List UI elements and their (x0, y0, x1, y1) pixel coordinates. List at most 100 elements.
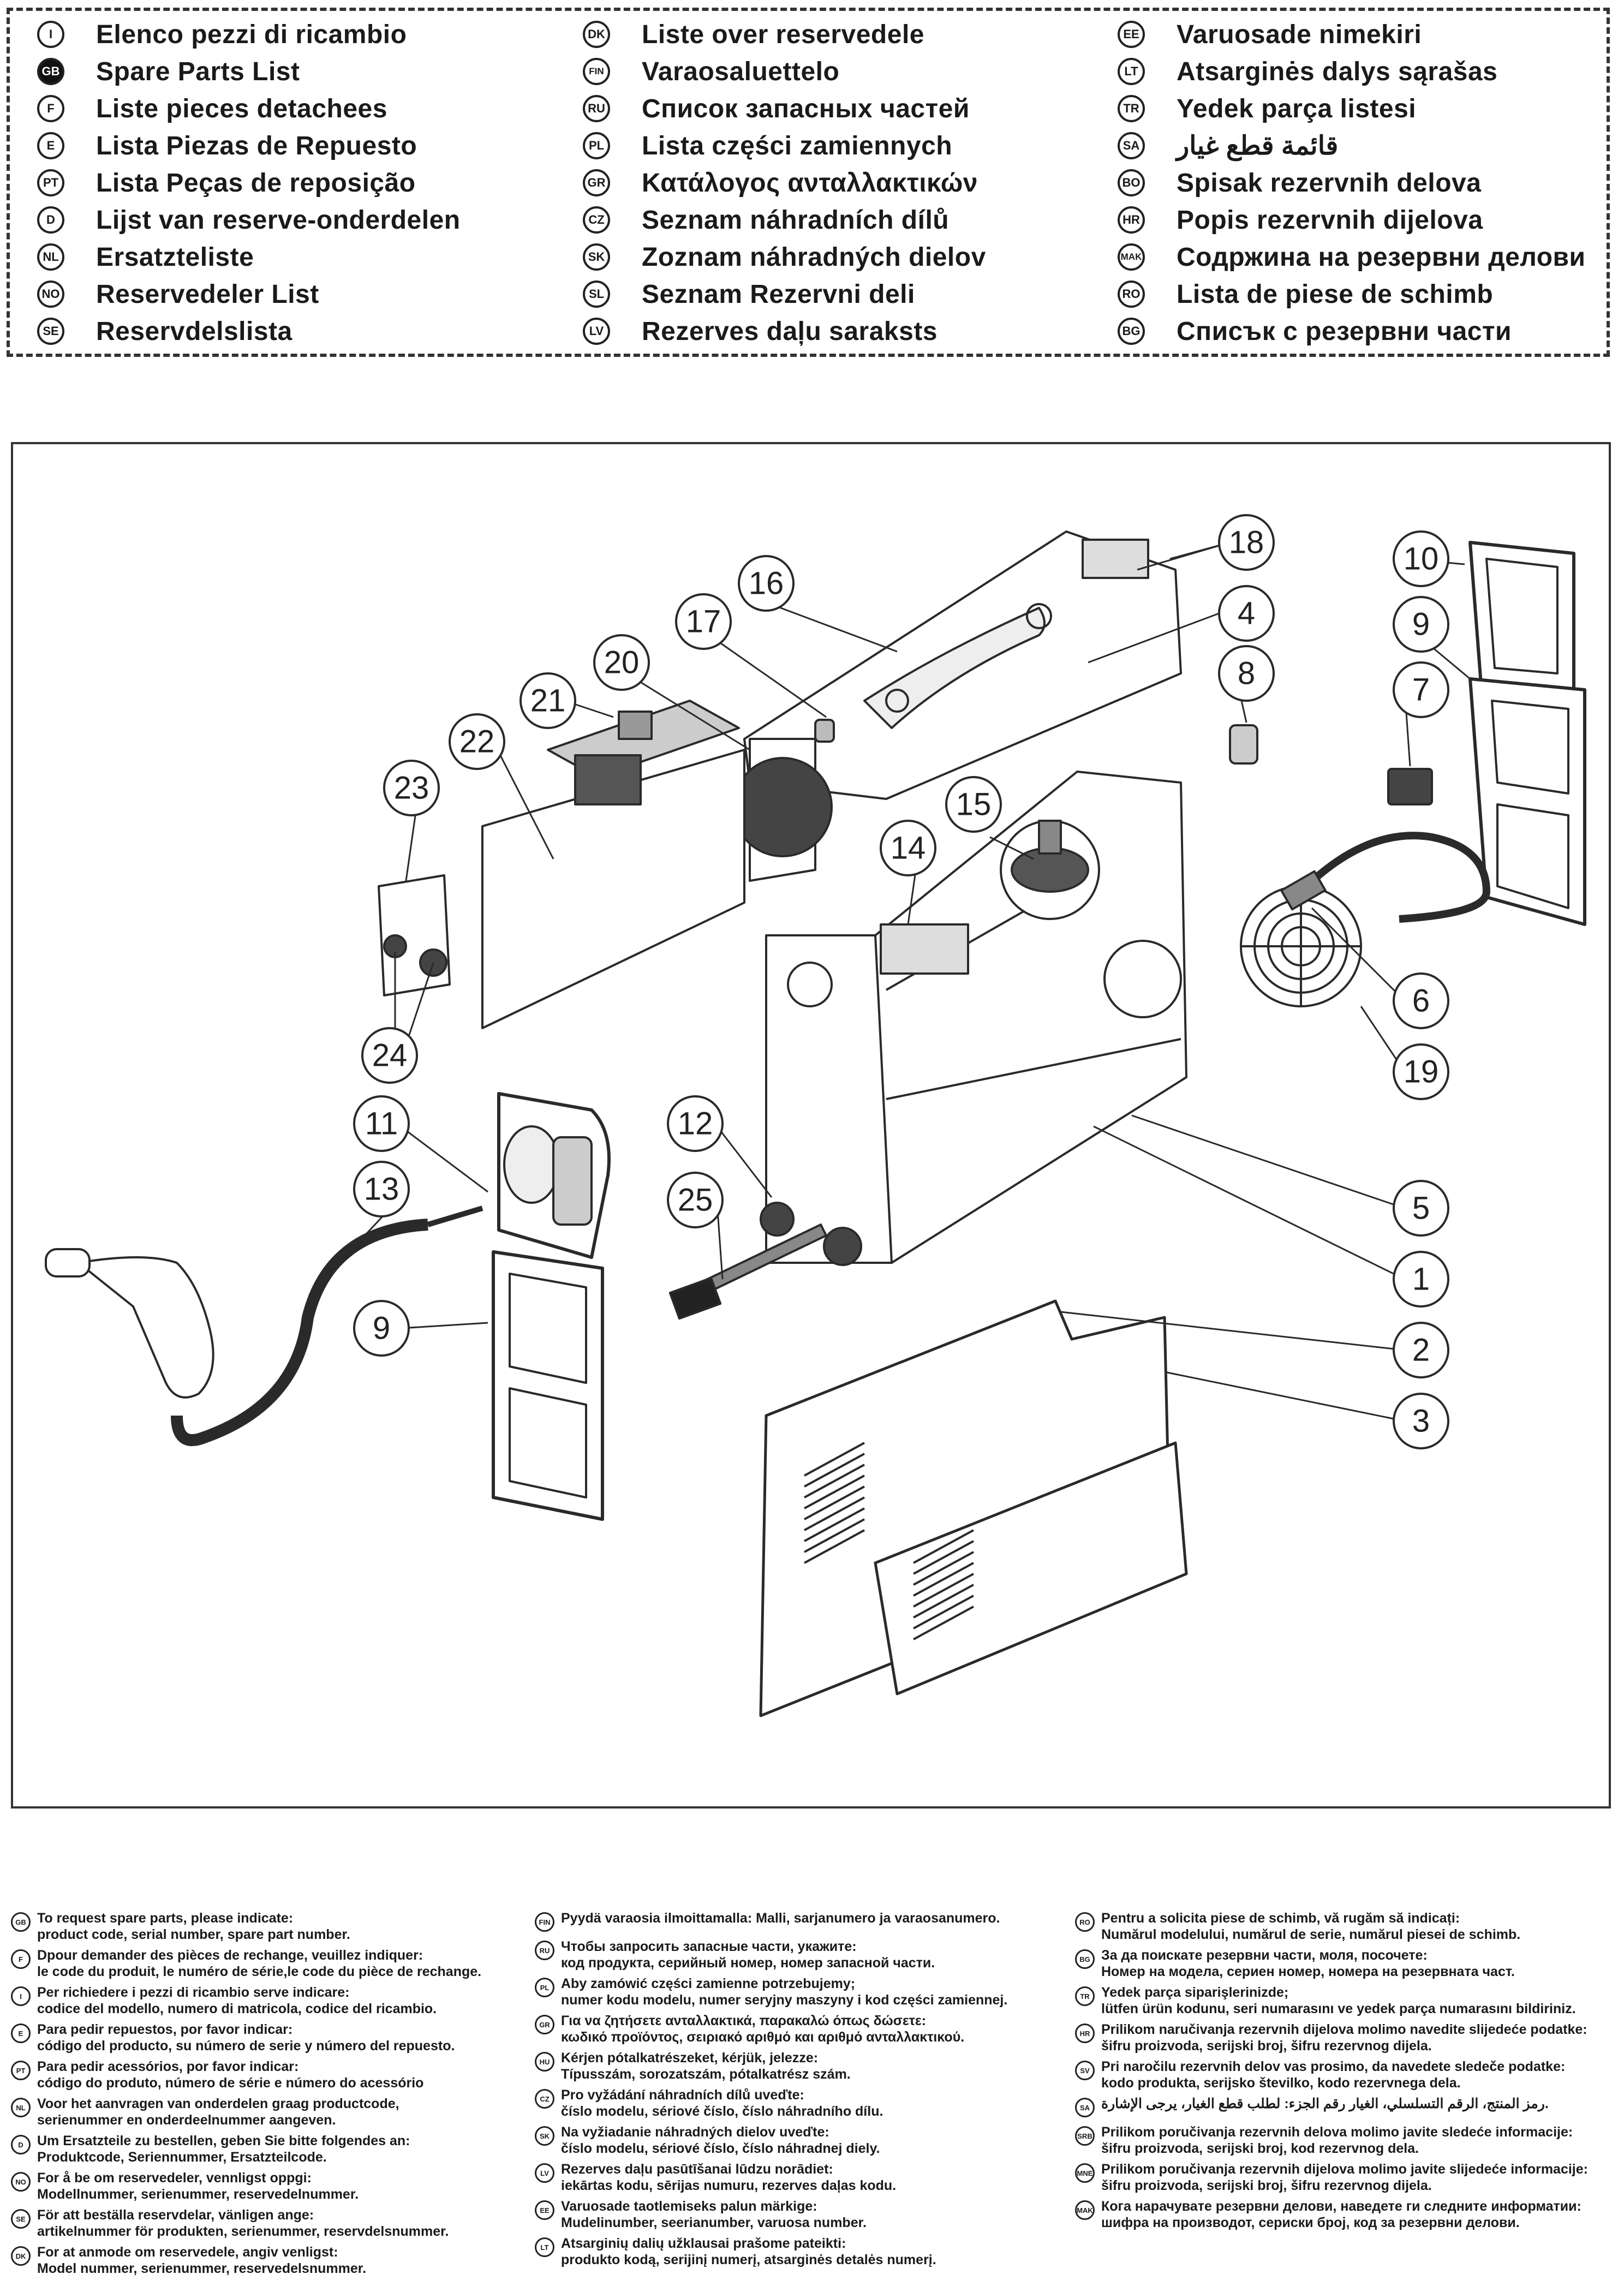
language-badge: MNE (1075, 2163, 1095, 2183)
language-badge: F (11, 1949, 31, 1969)
language-badge: SK (535, 2126, 554, 2146)
pcb-bracket-drawing (481, 700, 745, 1029)
part-number-12: 12 (678, 1106, 713, 1142)
language-badge: RU (583, 95, 610, 122)
language-badge: RU (535, 1941, 554, 1960)
language-badge: F (37, 95, 64, 122)
instruction-text: Pri naročilu rezervnih delov vas prosimo… (1101, 2059, 1566, 2091)
language-badge: BG (1075, 1949, 1095, 1969)
language-badge: E (11, 2024, 31, 2043)
language-badge: PT (11, 2061, 31, 2080)
language-badge: FIN (535, 1912, 554, 1932)
language-badge: FIN (583, 58, 610, 85)
title-label: Atsarginės dalys sąrašas (1177, 57, 1498, 86)
title-label: Списък с резервни части (1177, 317, 1512, 346)
language-badge: GR (535, 2015, 554, 2034)
callout-circle-23 (383, 760, 440, 816)
instruction-item: LT Atsarginių dalių užklausai prašome pat… (535, 2235, 936, 2268)
language-badge: GR (583, 169, 610, 196)
language-badge: TR (1075, 1986, 1095, 2006)
title-label: قائمة قطع غيار (1177, 132, 1339, 160)
language-badge: LT (535, 2237, 554, 2257)
language-badge: NL (37, 243, 64, 271)
instruction-text: To request spare parts, please indicate:… (37, 1911, 350, 1942)
instruction-text: Atsarginių dalių užklausai prašome patei… (561, 2236, 936, 2267)
language-badge: HR (1075, 2024, 1095, 2043)
callout-circle-12 (667, 1095, 724, 1152)
callout-circle-19 (1393, 1043, 1449, 1100)
title-label: Varuosade nimekiri (1177, 20, 1422, 49)
part-number-6: 6 (1412, 983, 1430, 1019)
language-badge: D (11, 2135, 31, 2154)
language-badge: LV (583, 318, 610, 345)
fan-grille-drawing (1240, 885, 1362, 1007)
language-badge: PT (37, 169, 64, 196)
instruction-text: Για να ζητήσετε ανταλλακτικά, παρακαλώ ό… (561, 2013, 965, 2045)
language-badge: LV (535, 2163, 554, 2183)
instruction-text: Pro vyžádání náhradních dílů uveďte: čís… (561, 2087, 883, 2119)
language-badge: SE (11, 2209, 31, 2229)
title-label: Zoznam náhradných dielov (642, 242, 986, 272)
title-label: Popis rezervnih dijelova (1177, 205, 1483, 235)
title-item: PT Lista Peças de reposição (37, 165, 416, 201)
language-badge: RO (1118, 280, 1145, 308)
callout-circle-6 (1393, 972, 1449, 1029)
instruction-text: Varuosade taotlemiseks palun märkige: Mu… (561, 2199, 867, 2230)
callout-circle-25 (667, 1172, 724, 1228)
callout-circle-21 (520, 672, 576, 729)
title-label: Liste over reservedele (642, 20, 924, 49)
language-badge: SA (1075, 2098, 1095, 2117)
title-label: Lista Peças de reposição (96, 168, 416, 198)
title-item: BG Списък с резервни части (1118, 313, 1512, 349)
rear-panel-drawing (1468, 541, 1586, 926)
part-number-24: 24 (372, 1038, 408, 1073)
title-label: Spisak rezervnih delova (1177, 168, 1482, 198)
instruction-text: Dpour demander des pièces de rechange, v… (37, 1948, 482, 1979)
language-badge: EE (535, 2200, 554, 2220)
part-number-1: 1 (1412, 1262, 1430, 1297)
callout-circle-9b (353, 1300, 410, 1357)
instruction-text: Кога нарачувате резервни делови, наведет… (1101, 2199, 1581, 2230)
instruction-text: For at anmode om reservedele, angiv venl… (37, 2245, 367, 2276)
part-number-5: 5 (1412, 1191, 1430, 1226)
exploded-view-drawing: 18 4 8 16 17 20 21 22 23 15 14 10 9 7 6 … (45, 514, 1586, 1717)
switch-cable-drawing (1280, 768, 1490, 923)
instruction-item: F Dpour demander des pièces de rechange, … (11, 1947, 481, 1980)
language-badge: D (37, 206, 64, 234)
part-number-2: 2 (1412, 1333, 1430, 1368)
instruction-text: För att beställa reservdelar, vänligen a… (37, 2207, 449, 2239)
callout-leaders (318, 541, 1471, 1422)
callout-circle-11 (353, 1095, 410, 1152)
title-label: Rezerves daļu saraksts (642, 317, 938, 346)
language-badge: PL (535, 1978, 554, 1997)
side-cover-drawing (759, 1299, 1188, 1717)
language-badge: GB (37, 58, 64, 85)
title-label: Lista części zamiennych (642, 131, 953, 160)
language-badge: BG (1118, 318, 1145, 345)
callout-circle-24 (361, 1027, 418, 1084)
callout-circle-3 (1393, 1393, 1449, 1449)
callout-circle-13 (353, 1161, 410, 1217)
callout-circle-22 (449, 713, 505, 770)
instruction-item: SE För att beställa reservdelar, vänligen… (11, 2207, 449, 2240)
callout-circle-20 (593, 634, 650, 691)
